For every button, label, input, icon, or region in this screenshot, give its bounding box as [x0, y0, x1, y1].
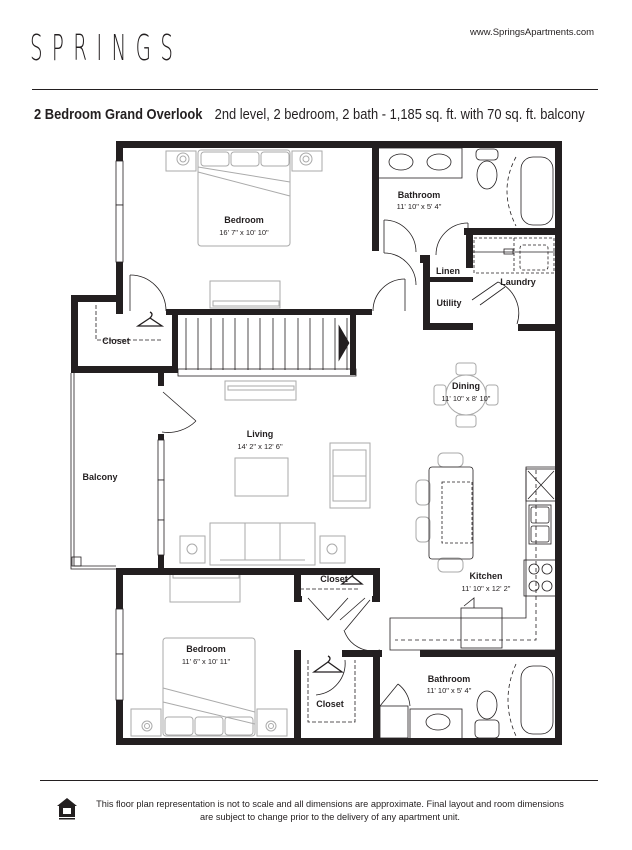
furniture [130, 149, 499, 737]
closet3-label: Closet [316, 699, 344, 709]
bedroom1-dims: 16' 7" x 10' 10" [219, 228, 269, 237]
dining-dims: 11' 10" x 8' 10" [442, 394, 491, 403]
header-divider [32, 89, 598, 90]
bathroom1-label: Bathroom [398, 190, 441, 200]
closet1-label: Closet [102, 336, 130, 346]
springs-logo: SPRINGS [30, 28, 183, 69]
walls [71, 141, 562, 745]
plan-name: 2 Bedroom Grand Overlook [34, 106, 203, 123]
website-link[interactable]: www.SpringsApartments.com [470, 27, 595, 38]
disclaimer-text: This floor plan representation is not to… [96, 799, 564, 822]
living-label: Living [247, 429, 274, 439]
bathroom2-dims: 11' 10" x 5' 4" [427, 686, 472, 695]
room-labels: Bedroom 16' 7" x 10' 10" Bathroom 11' 10… [82, 190, 535, 709]
bathroom2-label: Bathroom [428, 674, 471, 684]
bedroom2-label: Bedroom [186, 644, 226, 654]
living-dims: 14' 2" x 12' 6" [237, 442, 283, 451]
bathroom1-dims: 11' 10" x 5' 4" [397, 202, 442, 211]
equal-housing-opportunity-icon [57, 798, 77, 820]
laundry-label: Laundry [500, 277, 536, 287]
bedroom1-label: Bedroom [224, 215, 264, 225]
bedroom2-dims: 11' 6" x 10' 11" [182, 657, 231, 666]
kitchen-label: Kitchen [469, 571, 502, 581]
plan-title: 2 Bedroom Grand Overlook 2nd level, 2 be… [34, 106, 585, 123]
dining-label: Dining [452, 381, 480, 391]
closet2-label: Closet [320, 574, 348, 584]
plan-description: 2nd level, 2 bedroom, 2 bath - 1,185 sq.… [214, 106, 585, 123]
linen-label: Linen [436, 266, 460, 276]
utility-label: Utility [436, 298, 461, 308]
balcony-railing [70, 373, 116, 570]
windows [115, 160, 165, 701]
footer-divider [40, 780, 598, 781]
balcony-label: Balcony [82, 472, 117, 482]
doors [129, 219, 520, 707]
kitchen-dims: 11' 10" x 12' 2" [462, 584, 511, 593]
